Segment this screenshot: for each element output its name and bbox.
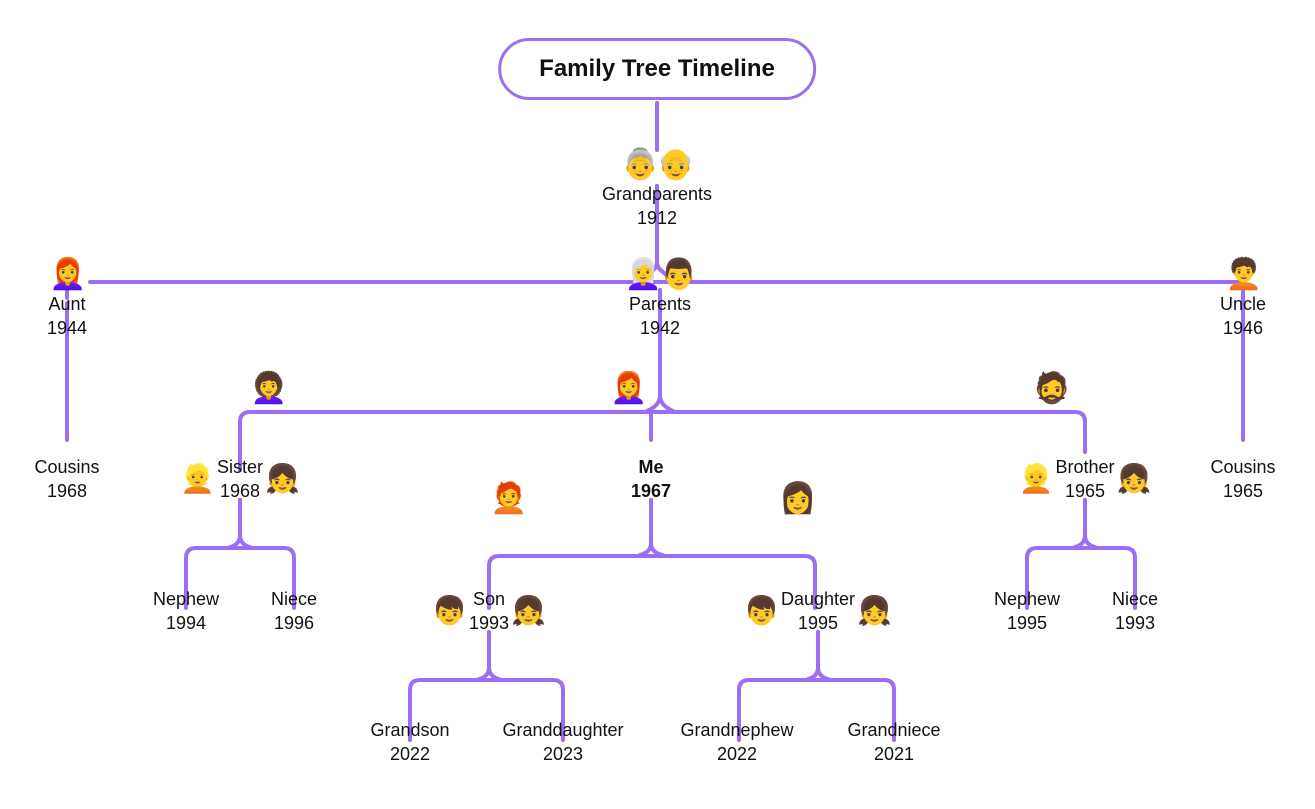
niece-left-year: 1996 [273, 613, 315, 633]
cousins-right-year: 1965 [1222, 481, 1264, 501]
grandson-year: 2022 [389, 744, 431, 764]
nephew-left-label: Nephew [152, 589, 220, 609]
grandparents-label: Grandparents [601, 184, 713, 204]
wire-sister-children-right [238, 498, 254, 550]
node-cousins-right[interactable]: Cousins 1965 [1210, 455, 1275, 503]
aunt-label: Aunt [48, 294, 86, 314]
brother-text: Brother 1965 [1055, 455, 1114, 503]
uncle-year: 1946 [1222, 318, 1264, 338]
wire-daughter-children-right [816, 630, 832, 682]
son-emoji: 🧑‍🦰 [490, 481, 527, 516]
grandnephew-year: 2022 [716, 744, 758, 764]
aunt-year: 1944 [46, 318, 88, 338]
me-label: Me [638, 457, 664, 477]
son-row: 👦 Son 1993 👧 [432, 587, 546, 635]
son-child-girl-icon: 👧 [511, 594, 546, 627]
node-grandniece[interactable]: Grandniece 2021 [847, 718, 940, 766]
node-nephew-left[interactable]: Nephew 1994 [153, 587, 219, 635]
grandparents-emoji: 👵👴 [621, 147, 695, 182]
node-daughter-emoji-holder: 👩 [779, 481, 816, 516]
parents-emoji: 👩‍🦳👨 [624, 257, 698, 292]
sister-child-girl-icon: 👧 [265, 462, 300, 495]
grandparents-year: 1912 [636, 208, 678, 228]
nephew-right-label: Nephew [993, 589, 1061, 609]
node-parents[interactable]: 👩‍🦳👨 Parents 1942 [624, 257, 698, 340]
brother-label: Brother [1055, 457, 1115, 477]
node-nephew-right[interactable]: Nephew 1995 [994, 587, 1060, 635]
uncle-label: Uncle [1219, 294, 1267, 314]
me-year: 1967 [630, 481, 672, 501]
node-me-emoji-holder: 👩‍🦰 [610, 371, 647, 406]
daughter-emoji: 👩 [779, 481, 816, 516]
grandson-label: Grandson [370, 720, 450, 740]
sister-label: Sister [216, 457, 264, 477]
node-son[interactable]: 👦 Son 1993 👧 [432, 587, 546, 635]
cousins-left-label: Cousins [34, 457, 100, 477]
daughter-child-boy-icon: 👦 [744, 594, 779, 627]
son-label: Son [472, 589, 506, 609]
cousins-left-year: 1968 [46, 481, 88, 501]
nephew-right-year: 1995 [1006, 613, 1048, 633]
node-grandparents[interactable]: 👵👴 Grandparents 1912 [602, 148, 712, 230]
me-emoji: 👩‍🦰 [610, 371, 647, 406]
grandnephew-label: Grandnephew [680, 720, 794, 740]
aunt-emoji: 👩‍🦰 [49, 257, 86, 292]
sister-text: Sister 1968 [217, 455, 263, 503]
brother-child-boy-icon: 👱 [1018, 462, 1054, 495]
node-grandnephew[interactable]: Grandnephew 2022 [680, 718, 793, 766]
cousins-right-label: Cousins [1210, 457, 1276, 477]
wire-daughter-children-left [804, 630, 820, 682]
daughter-text: Daughter 1995 [781, 587, 855, 635]
sister-emoji: 👩‍🦱 [250, 371, 287, 406]
wire-brother-children-right [1083, 498, 1099, 550]
grandniece-label: Grandniece [847, 720, 941, 740]
sister-row: 👱 Sister 1968 👧 [180, 455, 300, 503]
diagram-title: Family Tree Timeline [498, 38, 816, 100]
node-daughter[interactable]: 👦 Daughter 1995 👧 [744, 587, 892, 635]
node-aunt[interactable]: 👩‍🦰 Aunt 1944 [47, 258, 87, 340]
brother-year: 1965 [1064, 481, 1106, 501]
niece-left-label: Niece [270, 589, 318, 609]
node-brother-emoji-holder: 🧔 [1033, 371, 1070, 406]
daughter-year: 1995 [797, 613, 839, 633]
wire-son-children-right [487, 630, 503, 682]
parents-label: Parents [628, 294, 692, 314]
wire-sister-children-left [226, 498, 242, 550]
node-brother[interactable]: 👱 Brother 1965 👧 [1019, 455, 1152, 503]
niece-right-year: 1993 [1114, 613, 1156, 633]
niece-right-label: Niece [1111, 589, 1159, 609]
daughter-label: Daughter [780, 589, 856, 609]
sister-child-boy-icon: 👱 [180, 462, 215, 495]
wire-me-children-right [649, 498, 667, 558]
wire-son-children-left [475, 630, 491, 682]
node-grandson[interactable]: Grandson 2022 [370, 718, 449, 766]
node-niece-right[interactable]: Niece 1993 [1112, 587, 1158, 635]
brother-emoji: 🧔 [1033, 371, 1070, 406]
node-me[interactable]: Me 1967 [631, 455, 671, 503]
granddaughter-year: 2023 [542, 744, 584, 764]
brother-row: 👱 Brother 1965 👧 [1019, 455, 1152, 503]
sister-year: 1968 [219, 481, 261, 501]
node-uncle[interactable]: 🧑‍🦱 Uncle 1946 [1220, 258, 1266, 340]
granddaughter-label: Granddaughter [502, 720, 624, 740]
node-granddaughter[interactable]: Granddaughter 2023 [502, 718, 623, 766]
uncle-emoji: 🧑‍🦱 [1225, 257, 1262, 292]
node-niece-left[interactable]: Niece 1996 [271, 587, 317, 635]
son-text: Son 1993 [469, 587, 509, 635]
node-son-emoji-holder: 🧑‍🦰 [490, 481, 527, 516]
parents-year: 1942 [639, 318, 681, 338]
nephew-left-year: 1994 [165, 613, 207, 633]
daughter-child-girl-icon: 👧 [857, 594, 892, 627]
node-sister[interactable]: 👱 Sister 1968 👧 [180, 455, 300, 503]
wire-brother-children-left [1071, 498, 1087, 550]
brother-child-girl-icon: 👧 [1116, 462, 1152, 495]
daughter-row: 👦 Daughter 1995 👧 [744, 587, 892, 635]
wire-me-children-left [635, 498, 653, 558]
son-year: 1993 [468, 613, 510, 633]
grandniece-year: 2021 [873, 744, 915, 764]
node-sister-emoji-holder: 👩‍🦱 [250, 371, 287, 406]
son-child-boy-icon: 👦 [432, 594, 467, 627]
node-cousins-left[interactable]: Cousins 1968 [34, 455, 99, 503]
